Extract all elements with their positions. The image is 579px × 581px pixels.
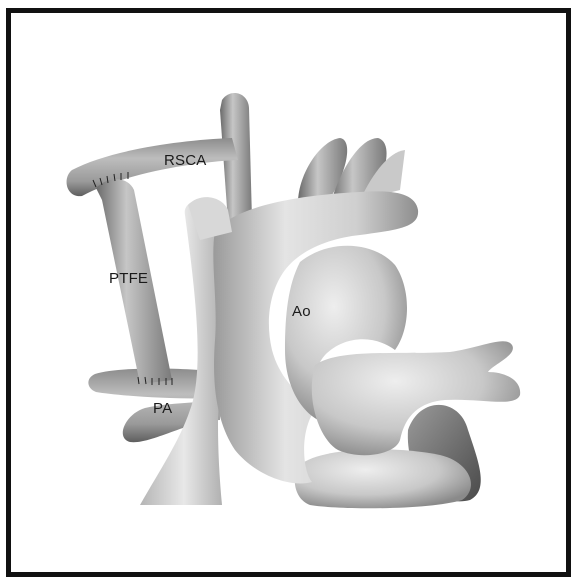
label-ao: Ao — [292, 303, 311, 320]
label-ptfe: PTFE — [109, 270, 148, 287]
lower-right-vessel — [295, 449, 471, 508]
label-pa: PA — [153, 400, 172, 417]
label-rsca: RSCA — [164, 152, 206, 169]
rsca-vessel — [67, 138, 238, 196]
